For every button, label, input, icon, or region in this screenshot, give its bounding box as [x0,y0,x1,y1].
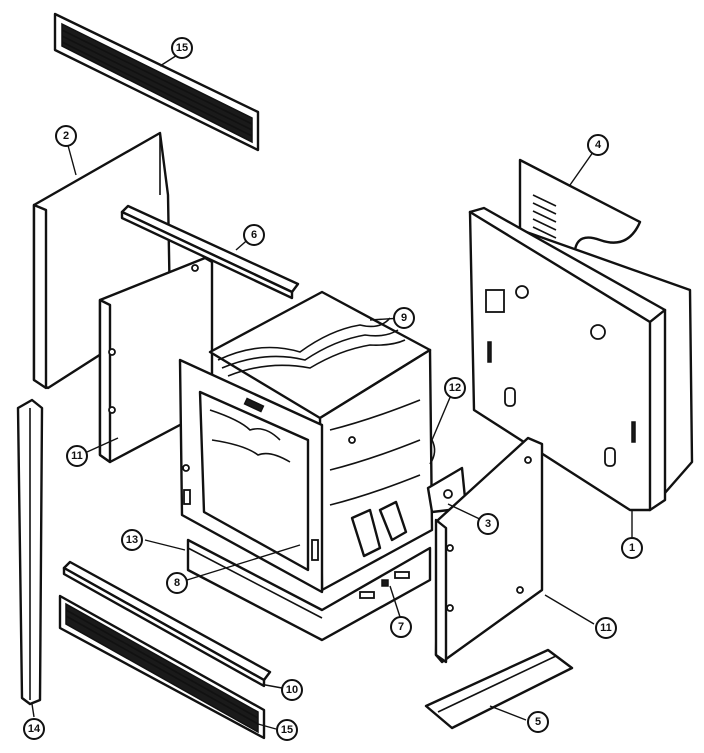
callout-12: 12 [444,377,466,399]
callout-label: 7 [398,621,404,633]
callout-14: 14 [23,718,45,740]
callout-15-top: 15 [171,37,193,59]
part-9-oven-cavity [178,290,434,594]
part-10-bottom-trim [62,560,272,688]
part-11-right-side-panel [434,436,544,664]
callout-label: 10 [286,684,298,696]
callout-13: 13 [121,529,143,551]
part-5-bottom-channel [424,648,574,730]
callout-1: 1 [621,537,643,559]
callout-11-right: 11 [595,617,617,639]
callout-label: 9 [401,312,407,324]
part-14-side-trim [16,398,44,706]
callout-label: 1 [629,542,635,554]
callout-5: 5 [527,711,549,733]
callout-8: 8 [166,572,188,594]
callout-9: 9 [393,307,415,329]
callout-label: 3 [485,518,491,530]
part-15-bottom-vent-trim [58,594,266,740]
callout-label: 12 [449,382,461,394]
callout-label: 13 [126,534,138,546]
part-1-rear-panel [468,206,694,512]
callout-label: 5 [535,716,541,728]
callout-label: 15 [176,42,188,54]
callout-6: 6 [243,224,265,246]
part-13-base-tray [186,538,432,642]
callout-15-bottom: 15 [276,719,298,741]
callout-label: 2 [63,130,69,142]
callout-2: 2 [55,125,77,147]
callout-7: 7 [390,616,412,638]
callout-label: 11 [600,622,612,634]
callout-label: 14 [28,723,41,735]
callout-label: 4 [595,139,602,151]
part-15-top-vent-trim [53,12,260,152]
callout-label: 8 [174,577,180,589]
part-12-clip [429,439,436,465]
part-7-igniter [350,500,408,587]
callout-10: 10 [281,679,303,701]
part-3-bracket [426,466,468,514]
part-6-top-rail [120,204,300,300]
callout-4: 4 [587,134,609,156]
callout-label: 11 [71,450,83,462]
callout-label: 6 [251,229,257,241]
callout-label: 15 [281,724,293,736]
callout-11-left: 11 [66,445,88,467]
callout-3: 3 [477,513,499,535]
